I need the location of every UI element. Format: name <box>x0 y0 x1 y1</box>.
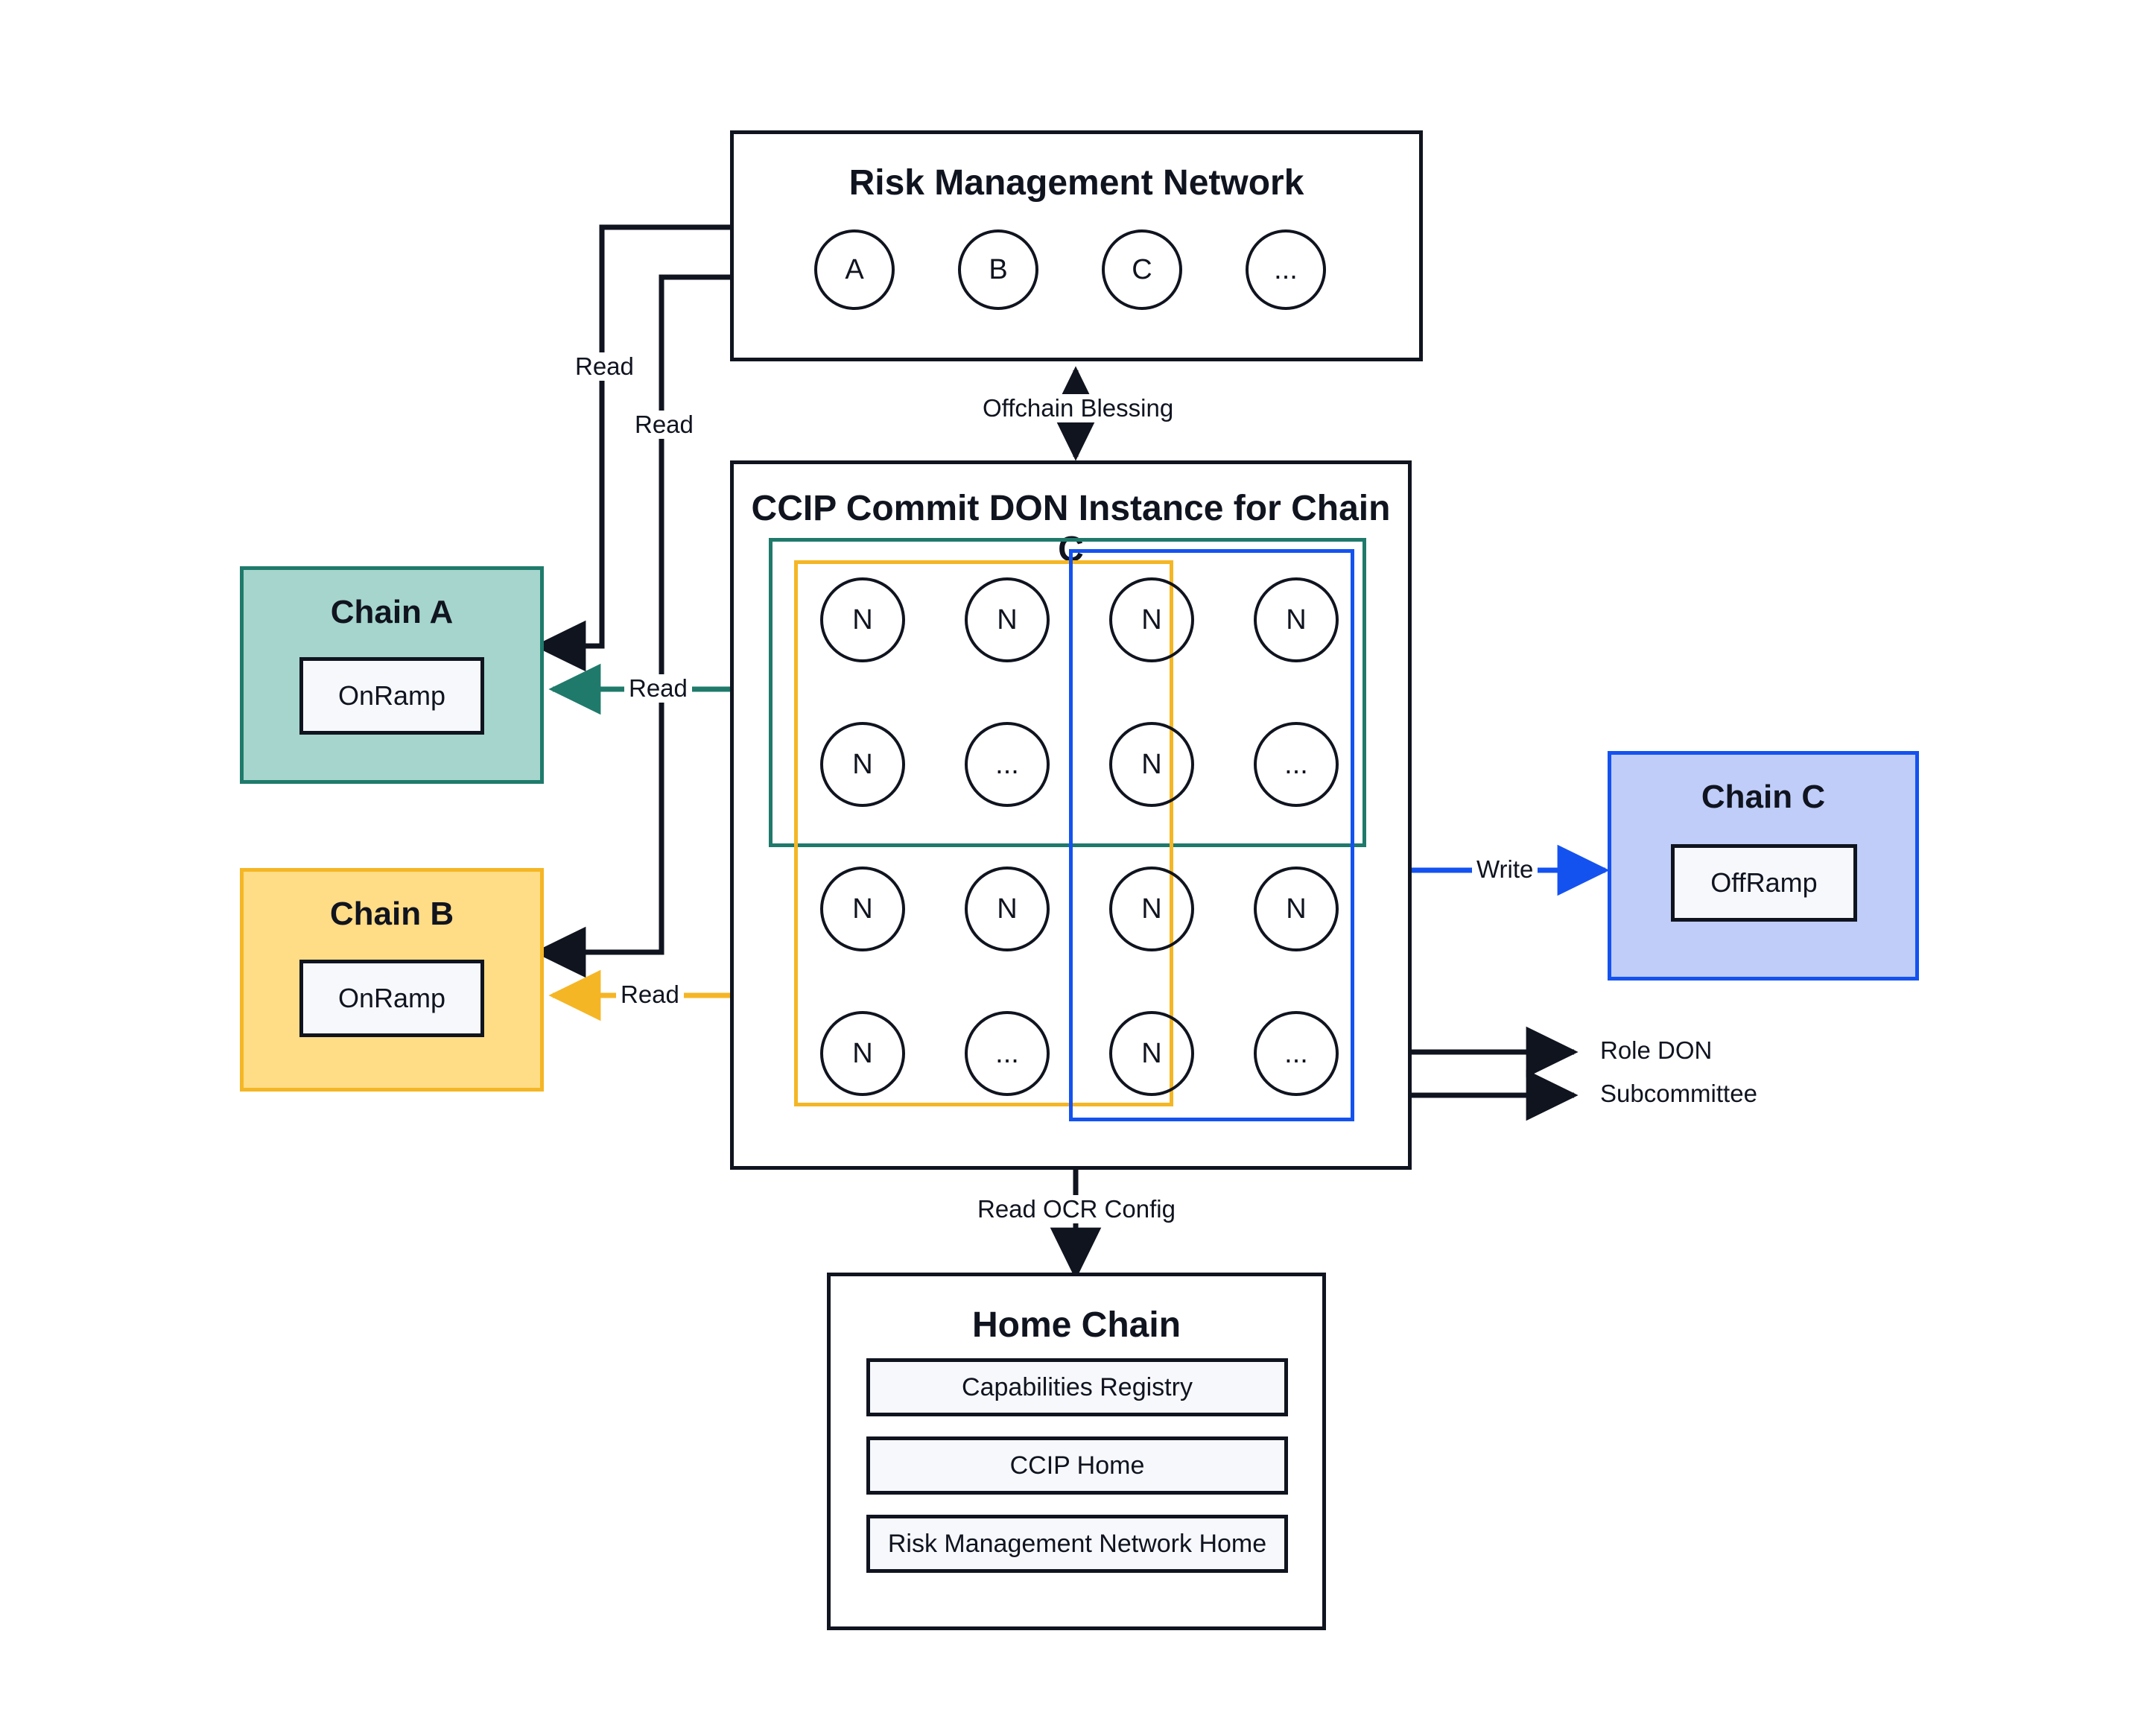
home-chain-title: Home Chain <box>971 1305 1181 1345</box>
don-node-label: ... <box>1284 1037 1308 1069</box>
rmn-node-ellipsis-label: ... <box>1274 253 1298 285</box>
don-node-label: N <box>997 893 1018 925</box>
home-chain-contract-ccip-home: CCIP Home <box>866 1436 1288 1495</box>
chain-c-offramp-label: OffRamp <box>1710 867 1818 898</box>
don-node-label: N <box>1286 893 1307 925</box>
edge-label-don-chain-b-read: Read <box>616 981 684 1009</box>
don-node: ... <box>965 1011 1050 1096</box>
edge-label-don-chain-a-read: Read <box>624 674 692 703</box>
don-node-label: N <box>852 748 873 780</box>
don-node: ... <box>1254 722 1339 807</box>
don-node: N <box>1109 1011 1194 1096</box>
don-node: N <box>820 867 905 951</box>
rmn-node-b: B <box>958 229 1038 310</box>
don-node-label: N <box>852 1037 873 1069</box>
rmn-node-c: C <box>1102 229 1182 310</box>
home-chain-contract-capabilities-registry: Capabilities Registry <box>866 1358 1288 1416</box>
role-don-group-teal <box>769 538 1366 847</box>
don-node-label: N <box>1141 1037 1162 1069</box>
edge-label-offchain-blessing: Offchain Blessing <box>978 394 1178 422</box>
don-node-label: N <box>852 604 873 636</box>
risk-management-network-title: Risk Management Network <box>848 163 1304 203</box>
don-node-label: N <box>997 604 1018 636</box>
don-node: N <box>965 577 1050 662</box>
rmn-node-ellipsis: ... <box>1246 229 1326 310</box>
edge-label-rmn-chain-a-read: Read <box>571 352 638 381</box>
don-node: N <box>820 1011 905 1096</box>
don-node-label: N <box>1141 748 1162 780</box>
edge-label-don-chain-c-write: Write <box>1472 855 1538 884</box>
don-node: ... <box>1254 1011 1339 1096</box>
don-node: N <box>965 867 1050 951</box>
edge-label-rmn-chain-b-read: Read <box>630 411 698 439</box>
don-node-label: N <box>1141 893 1162 925</box>
don-node-label: ... <box>1284 748 1308 780</box>
chain-c-title: Chain C <box>1701 779 1826 815</box>
don-node-label: N <box>852 893 873 925</box>
home-chain-contract-label: Risk Management Network Home <box>887 1529 1267 1558</box>
chain-a-onramp: OnRamp <box>299 657 484 735</box>
don-node: N <box>1109 867 1194 951</box>
legend-label-subcommittee: Subcommittee <box>1600 1080 1757 1107</box>
rmn-node-a-label: A <box>845 253 864 285</box>
don-node: N <box>820 577 905 662</box>
don-node: N <box>1109 577 1194 662</box>
home-chain-contract-rmn-home: Risk Management Network Home <box>866 1515 1288 1573</box>
chain-a-onramp-label: OnRamp <box>337 680 446 711</box>
subcommittee-group-blue <box>1069 549 1354 1121</box>
rmn-node-c-label: C <box>1132 253 1152 285</box>
rmn-node-b-label: B <box>989 253 1008 285</box>
edge-label-read-ocr-config: Read OCR Config <box>973 1195 1180 1223</box>
don-node-label: ... <box>995 1037 1019 1069</box>
edge-rmn-to-chain-a <box>533 224 730 672</box>
home-chain-contract-label: CCIP Home <box>1009 1451 1145 1480</box>
chain-b-onramp-label: OnRamp <box>337 983 446 1013</box>
rmn-node-a: A <box>814 229 895 310</box>
chain-b-onramp: OnRamp <box>299 960 484 1037</box>
home-chain-contract-label: Capabilities Registry <box>962 1372 1193 1401</box>
don-node: N <box>1109 722 1194 807</box>
don-node: N <box>820 722 905 807</box>
don-node-label: N <box>1141 604 1162 636</box>
don-node-label: N <box>1286 604 1307 636</box>
chain-a-title: Chain A <box>330 594 454 630</box>
don-node: N <box>1254 867 1339 951</box>
don-node: ... <box>965 722 1050 807</box>
chain-b-title: Chain B <box>329 896 454 932</box>
don-node: N <box>1254 577 1339 662</box>
chain-c-offramp: OffRamp <box>1671 844 1857 922</box>
role-don-group-yellow <box>794 560 1173 1106</box>
don-node-label: ... <box>995 748 1019 780</box>
legend-label-role-don: Role DON <box>1600 1036 1713 1064</box>
edge-rmn-to-chain-b <box>533 274 730 978</box>
